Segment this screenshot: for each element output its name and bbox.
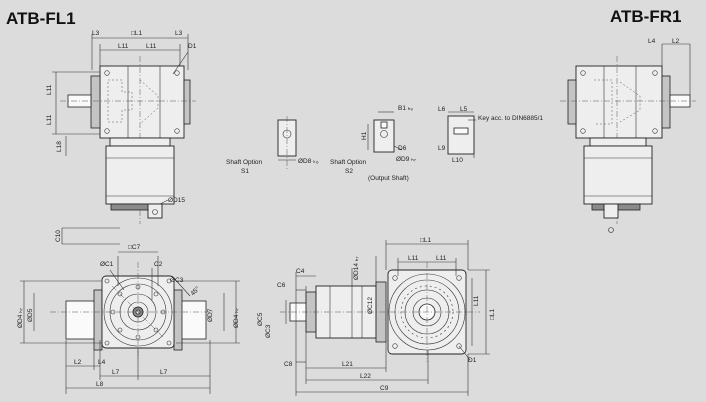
dim-C7: □C7 bbox=[128, 244, 141, 251]
dim-L11-vert-2: L11 bbox=[46, 114, 53, 125]
dim-D9: ØD9 ₕ₇ bbox=[396, 156, 416, 163]
dim-L11-side-right: L11 bbox=[436, 255, 447, 262]
dim-D1-side: D1 bbox=[468, 357, 477, 364]
dim-L8: L8 bbox=[96, 381, 104, 388]
dim-B1: B1 ₕ₉ bbox=[398, 105, 413, 112]
dim-L9: L9 bbox=[438, 145, 446, 152]
dim-C5: ØC5 bbox=[257, 312, 264, 326]
key-detail: L6 L5 L9 L10 Key acc. to DIN6885/1 bbox=[438, 106, 543, 164]
dim-D4-left: ØD4 ₕ₇ bbox=[17, 308, 24, 328]
dim-L11-side-left: L11 bbox=[408, 255, 419, 262]
shaft-option-s1: ØD8 ₖ₆ Shaft Option S1 bbox=[226, 116, 319, 175]
dim-D7: ØD7 bbox=[207, 308, 214, 322]
dim-C4: C4 bbox=[296, 268, 305, 275]
dim-L21: L21 bbox=[342, 361, 353, 368]
view-side-end: □L1 L11 L11 L11 □L1 ØD14 ₕ₇ ØC12 C4 C6 Ø… bbox=[257, 237, 496, 396]
dim-L11-right: L11 bbox=[146, 43, 157, 50]
dim-angle: 45° bbox=[189, 285, 202, 298]
dim-D6: D6 bbox=[398, 145, 407, 152]
dim-L11-vert-1: L11 bbox=[46, 84, 53, 95]
view-fl1-top: L3 □L1 L3 L11 L11 D1 ØD15 L11 L11 L18 C1… bbox=[46, 30, 197, 245]
view-fl1-front: □C7 ØC1 C2 ØC3 45° ØD4 ₕ₇ ØD5 ØD7 ØD4 ₕ₇… bbox=[17, 244, 240, 394]
dim-L10: L10 bbox=[452, 157, 463, 164]
view-fr1-top: L4 L2 bbox=[560, 38, 696, 233]
shaft-option-s1-label: S1 bbox=[241, 168, 249, 175]
dim-L2-right: L2 bbox=[672, 38, 680, 45]
dim-C9: C9 bbox=[380, 385, 389, 392]
dim-L7-right: L7 bbox=[160, 369, 168, 376]
dim-L22: L22 bbox=[360, 373, 371, 380]
title-atb-fl1: ATB-FL1 bbox=[6, 9, 76, 28]
dim-L4-front: L4 bbox=[98, 359, 106, 366]
shaft-option-label-s2: Shaft Option bbox=[330, 159, 367, 166]
shaft-option-label-s1: Shaft Option bbox=[226, 159, 263, 166]
dim-H1: H1 bbox=[361, 131, 368, 140]
dim-D14: ØD14 ₕ₇ bbox=[353, 256, 360, 280]
key-note: Key acc. to DIN6885/1 bbox=[478, 115, 543, 122]
dim-L3-left: L3 bbox=[92, 30, 100, 37]
dim-L3-right: L3 bbox=[175, 30, 183, 37]
gearbox-body bbox=[99, 65, 185, 139]
dim-D8: ØD8 ₖ₆ bbox=[298, 158, 319, 165]
dim-C3-side: ØC3 bbox=[265, 324, 272, 338]
dim-D5-left: ØD5 bbox=[27, 308, 34, 322]
dim-C3-front: ØC3 bbox=[170, 277, 184, 284]
dim-L11-left: L11 bbox=[118, 43, 129, 50]
dim-C8: C8 bbox=[284, 361, 293, 368]
dim-C12: ØC12 bbox=[367, 297, 374, 314]
dim-L1-box-side: □L1 bbox=[420, 237, 432, 244]
dim-L18: L18 bbox=[56, 141, 63, 152]
output-shaft-caption: (Output Shaft) bbox=[368, 175, 409, 182]
dim-L5: L5 bbox=[460, 106, 468, 113]
dim-L1-box-top: □L1 bbox=[131, 30, 143, 37]
dim-D4-right: ØD4 ₕ₇ bbox=[233, 308, 240, 328]
dim-C6: C6 bbox=[277, 282, 286, 289]
dim-L11-side-vert: L11 bbox=[473, 295, 480, 306]
dim-D1-top: D1 bbox=[188, 43, 197, 50]
dim-L2-front: L2 bbox=[74, 359, 82, 366]
dim-L6: L6 bbox=[438, 106, 446, 113]
dim-C2: C2 bbox=[154, 261, 163, 268]
dim-D15: ØD15 bbox=[168, 197, 185, 204]
dim-L4-right: L4 bbox=[648, 38, 656, 45]
title-atb-fr1: ATB-FR1 bbox=[610, 7, 681, 26]
dim-L1-box-vert: □L1 bbox=[489, 308, 496, 320]
dim-C10: C10 bbox=[55, 230, 62, 242]
shaft-option-s2-label: S2 bbox=[345, 168, 353, 175]
dim-C1: ØC1 bbox=[100, 261, 114, 268]
shaft-option-s2: B1 ₕ₉ H1 D6 ØD9 ₕ₇ Shaft Option S2 (Outp… bbox=[330, 105, 416, 182]
dim-L7-left: L7 bbox=[112, 369, 120, 376]
